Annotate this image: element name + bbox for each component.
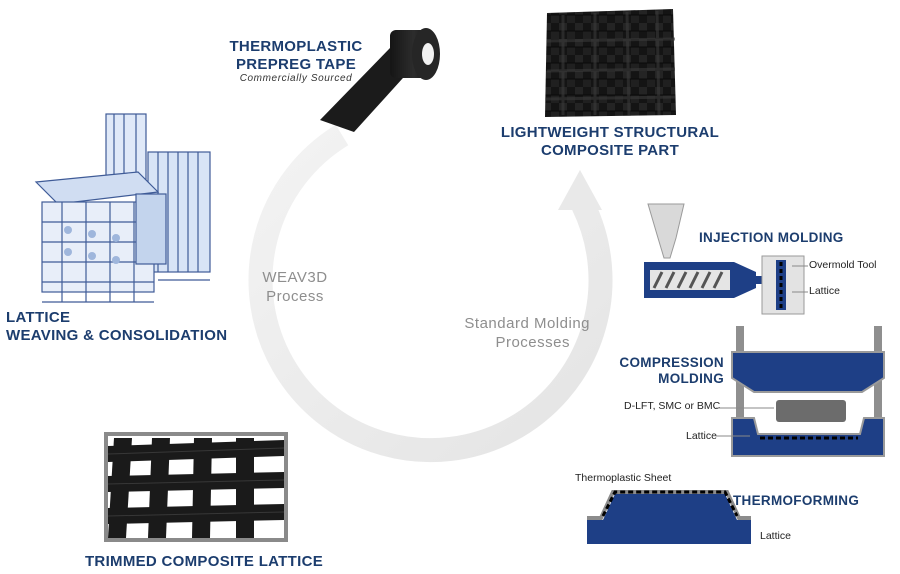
prepreg-subtitle: Commercially Sourced — [239, 73, 353, 84]
composite-part-title-line1: LIGHTWEIGHT STRUCTURAL — [500, 124, 720, 141]
cycle-right-line1: Standard Molding — [464, 315, 590, 332]
compression-label-material: D-LFT, SMC or BMC — [624, 400, 721, 412]
lattice-title: TRIMMED COMPOSITE LATTICE — [84, 553, 324, 570]
composite-part-image — [545, 9, 676, 117]
compression-label-lattice: Lattice — [686, 430, 717, 442]
weaving-title-line1: LATTICE — [6, 309, 71, 326]
thermoforming-label-lattice: Lattice — [760, 530, 791, 542]
compression-leader-lines — [716, 407, 774, 437]
cycle-left-line1: WEAV3D — [262, 269, 328, 286]
injection-title: INJECTION MOLDING — [699, 230, 844, 245]
prepreg-title-line2: PREPREG TAPE — [235, 56, 356, 73]
thermoforming-diagram — [587, 490, 751, 544]
composite-lattice-image — [104, 432, 288, 542]
injection-label-tool: Overmold Tool — [809, 259, 877, 271]
thermoforming-label-sheet: Thermoplastic Sheet — [575, 472, 672, 484]
cycle-arrow-head — [558, 170, 602, 210]
composite-part-title-line2: COMPOSITE PART — [540, 142, 680, 159]
compression-molding-diagram — [731, 326, 885, 457]
compression-title-line2: MOLDING — [658, 371, 724, 386]
weaving-machine-image — [34, 113, 211, 303]
weaving-title-line2: WEAVING & CONSOLIDATION — [6, 327, 228, 344]
thermoforming-title: THERMOFORMING — [733, 493, 860, 508]
prepreg-title-line1: THERMOPLASTIC — [229, 38, 363, 55]
injection-label-lattice: Lattice — [809, 285, 840, 297]
injection-molding-diagram — [644, 203, 808, 315]
cycle-left-line2: Process — [266, 288, 324, 305]
compression-title-line1: COMPRESSION — [619, 355, 724, 370]
cycle-right-line2: Processes — [495, 334, 570, 351]
prepreg-tape-roll-icon — [320, 28, 440, 132]
